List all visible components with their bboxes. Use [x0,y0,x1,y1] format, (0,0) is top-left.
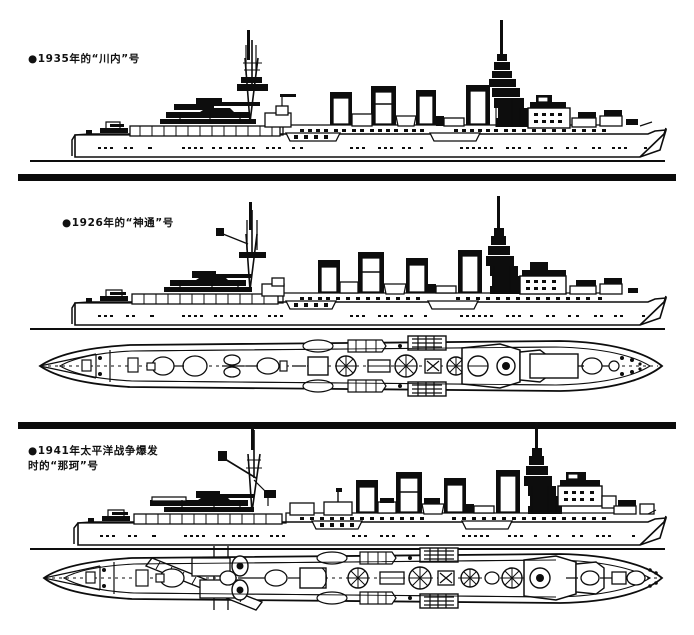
funnels-sendai [330,85,490,125]
bridge-jintsu [486,196,567,295]
bridge-pagoda-sendai [489,20,571,129]
deck-plan-naka [42,546,664,611]
divider-1 [18,174,676,181]
funnel-plan-1-naka [347,567,369,589]
bridge-pagoda-naka [524,422,617,514]
stern-fittings-sendai [86,121,128,135]
forward-guns-jintsu [569,278,638,295]
forward-guns-naka [613,500,657,515]
hull-jintsu [30,292,668,330]
funnels-naka [356,470,520,513]
stern-fittings-jintsu [86,289,128,303]
hull-sendai [30,124,668,162]
midships-structures-jintsu [261,277,338,310]
midships-structures-sendai [264,94,342,142]
panel-sendai-1935: ●1935年的“川内”号 [0,0,694,181]
panel-jintsu-1926: ●1926年的“神通”号 [0,188,694,418]
midships-boats-jintsu [339,281,480,310]
funnel-plan-2-naka [408,566,432,590]
aft-superstructure-jintsu [131,271,279,305]
midships-boats-naka [377,498,514,530]
funnel-plan-4-naka [501,567,523,589]
foremast-sendai [237,30,268,123]
foremast-crane-naka [218,424,276,513]
funnels-jintsu [318,250,482,293]
forward-guns-sendai [571,110,653,128]
midships-structures-naka [289,488,364,530]
aft-superstructure-sendai [129,98,281,137]
caption-sendai-1935: ●1935年的“川内”号 [28,53,140,65]
midships-boats-sendai [351,113,482,142]
ship-profile-naka-1941 [30,422,668,611]
ship-profile-sendai-1935 [30,20,668,162]
panel-naka-1941: ●1941年太平洋战争爆发 时的“那珂”号 [0,418,694,635]
aft-superstructure-naka [133,491,283,525]
foremast-jintsu [216,202,266,291]
funnel-plan-2 [394,354,418,378]
hull-naka [30,512,668,550]
funnel-plan-3 [446,356,466,376]
funnel-plan-1 [335,355,357,377]
funnel-plan-3-naka [460,568,480,588]
torpedo-mount [222,354,244,378]
caption-naka-1941-line2: 时的“那珂”号 [28,460,99,472]
caption-naka-1941-line1: ●1941年太平洋战争爆发 [28,445,159,457]
stern-fittings-naka [88,509,130,523]
caption-jintsu-1926: ●1926年的“神通”号 [62,217,174,229]
ship-profile-jintsu-1926 [30,196,668,397]
deck-plan-jintsu [38,335,664,397]
divider-2 [18,422,676,429]
